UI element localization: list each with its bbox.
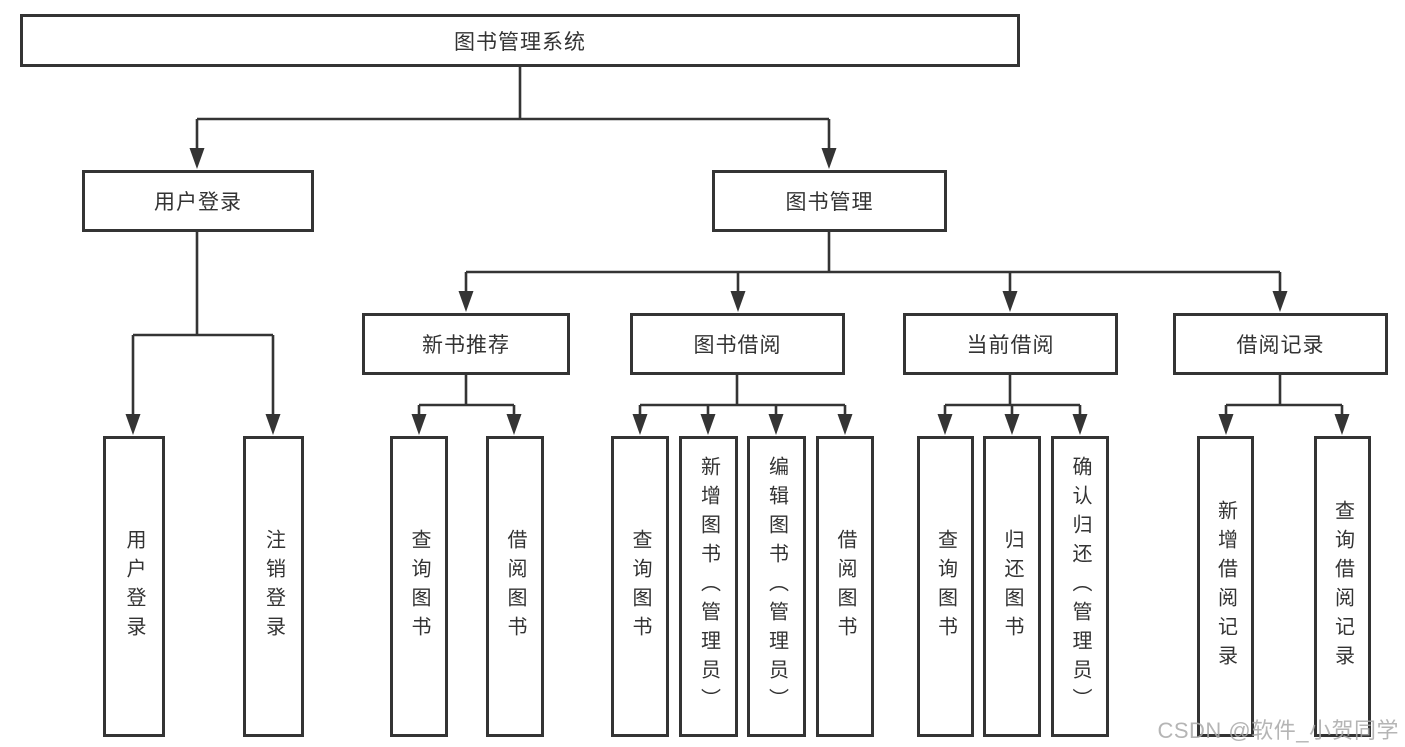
node-borrowing-records: 借阅记录 — [1173, 313, 1388, 375]
node-leaf-user-login: 用户登录 — [103, 436, 165, 737]
node-leaf-borrow-book: 借阅图书 — [816, 436, 874, 737]
node-book-borrowing: 图书借阅 — [630, 313, 845, 375]
node-leaf-query-book-borrowing-label: 查询图书 — [629, 528, 651, 645]
node-leaf-query-book-current: 查询图书 — [917, 436, 974, 737]
csdn-watermark: CSDN @软件_小贺同学 — [1157, 718, 1399, 743]
node-leaf-confirm-return-admin-label: 确认归还（管理员） — [1069, 456, 1091, 717]
node-new-book-recommend-label: 新书推荐 — [422, 334, 510, 357]
node-leaf-add-borrow-record-label: 新增借阅记录 — [1214, 499, 1237, 674]
node-leaf-return-book: 归还图书 — [983, 436, 1041, 737]
node-leaf-add-book-admin-label: 新增图书（管理员） — [697, 456, 720, 717]
node-root-label: 图书管理系统 — [454, 30, 586, 54]
node-leaf-add-borrow-record: 新增借阅记录 — [1197, 436, 1254, 737]
node-leaf-confirm-return-admin: 确认归还（管理员） — [1051, 436, 1109, 737]
node-book-borrowing-label: 图书借阅 — [693, 334, 782, 357]
node-current-borrowing: 当前借阅 — [903, 313, 1118, 375]
node-user-login-label: 用户登录 — [154, 191, 242, 214]
node-leaf-return-book-label: 归还图书 — [1001, 528, 1023, 645]
node-user-login: 用户登录 — [82, 170, 314, 232]
node-book-management-label: 图书管理 — [785, 191, 874, 214]
node-new-book-recommend: 新书推荐 — [362, 313, 570, 375]
node-leaf-logout-label: 注销登录 — [262, 528, 285, 645]
node-root: 图书管理系统 — [20, 14, 1020, 67]
node-leaf-add-book-admin: 新增图书（管理员） — [679, 436, 738, 737]
node-leaf-borrow-book-recommend: 借阅图书 — [486, 436, 544, 737]
node-leaf-borrow-book-label: 借阅图书 — [834, 528, 856, 645]
node-leaf-query-borrow-record-label: 查询借阅记录 — [1331, 499, 1354, 674]
node-leaf-query-book-recommend-label: 查询图书 — [408, 528, 430, 645]
node-leaf-query-borrow-record: 查询借阅记录 — [1314, 436, 1371, 737]
node-leaf-edit-book-admin-label: 编辑图书（管理员） — [765, 456, 788, 717]
node-leaf-query-book-current-label: 查询图书 — [934, 528, 957, 645]
node-borrowing-records-label: 借阅记录 — [1236, 334, 1325, 357]
node-leaf-query-book-recommend: 查询图书 — [390, 436, 448, 737]
node-book-management: 图书管理 — [712, 170, 947, 232]
node-leaf-query-book-borrowing: 查询图书 — [611, 436, 669, 737]
node-leaf-borrow-book-recommend-label: 借阅图书 — [504, 528, 526, 645]
node-leaf-user-login-label: 用户登录 — [123, 528, 145, 645]
node-leaf-edit-book-admin: 编辑图书（管理员） — [747, 436, 806, 737]
node-leaf-logout: 注销登录 — [243, 436, 304, 737]
node-current-borrowing-label: 当前借阅 — [966, 334, 1055, 357]
